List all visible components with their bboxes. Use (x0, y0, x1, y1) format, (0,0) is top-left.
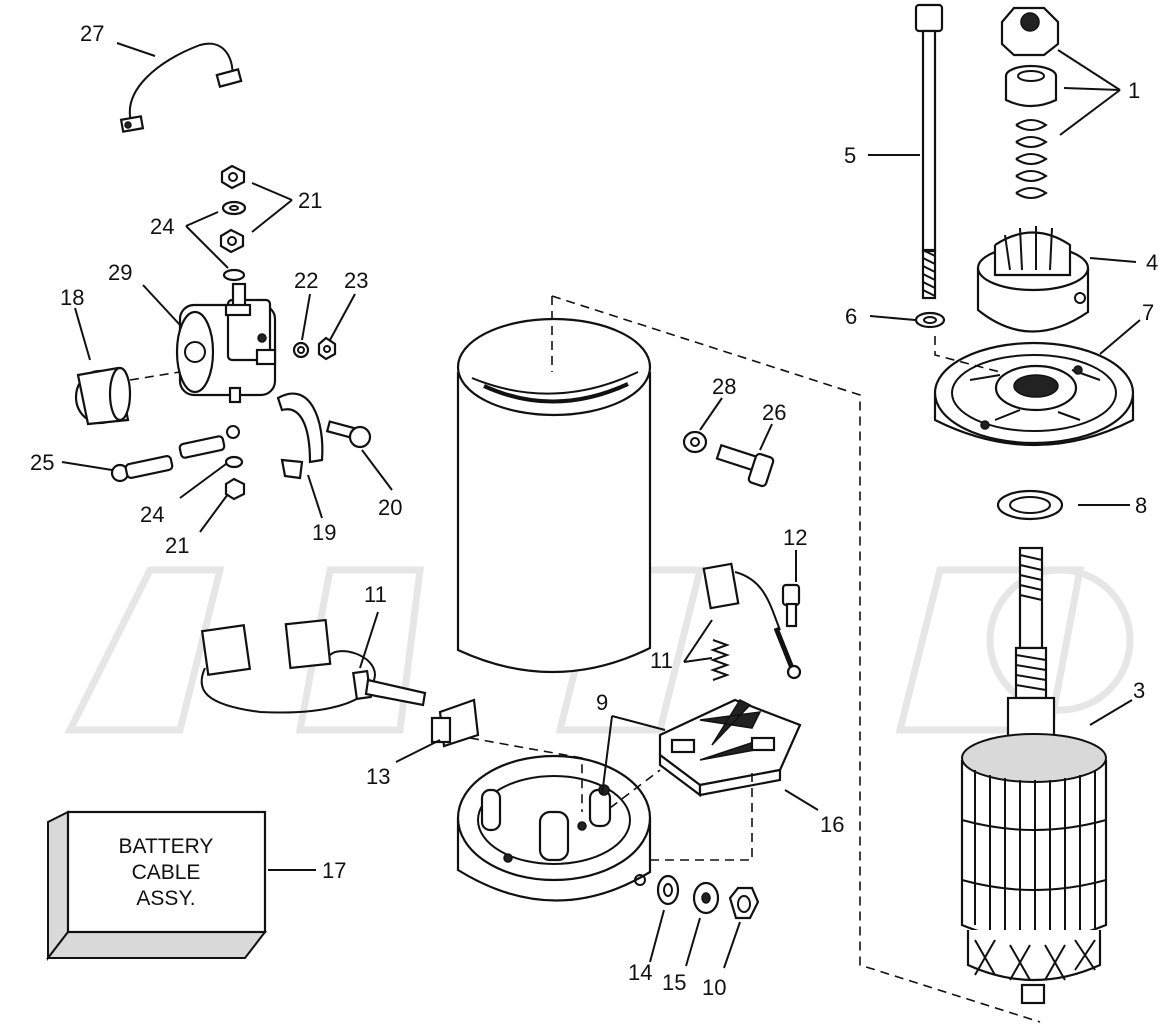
part-14-washer (656, 874, 680, 906)
part-21-nut-second (219, 228, 245, 254)
callout-1: 1 (1128, 78, 1140, 103)
callout-19: 19 (312, 520, 336, 545)
callout-10: 10 (702, 975, 726, 1000)
callout-23: 23 (344, 268, 368, 293)
callout-3: 3 (1133, 678, 1145, 703)
part-1-pinion-stop-nut-spring (1000, 6, 1060, 199)
callout-4: 4 (1146, 250, 1158, 275)
callout-21-upper: 21 (298, 188, 322, 213)
callout-18: 18 (60, 285, 84, 310)
part-22-nut (292, 341, 310, 359)
part-21-nut-lower (224, 477, 246, 501)
callout-22: 22 (294, 268, 318, 293)
part-6-washer (914, 311, 946, 329)
part-27-ground-wire (119, 42, 243, 133)
callout-26: 26 (762, 400, 786, 425)
callout-24-upper: 24 (150, 214, 174, 239)
callout-27: 27 (80, 21, 104, 46)
callout-13: 13 (366, 764, 390, 789)
callout-11-right: 11 (650, 648, 673, 673)
part-17-battery-cable-box: BATTERY CABLE ASSY. (45, 810, 268, 961)
callout-6: 6 (845, 304, 857, 329)
part-24-lockwasher-second (222, 268, 246, 282)
callout-12: 12 (783, 525, 807, 550)
part-25-lead-wire (110, 425, 240, 483)
battery-box-line3: ASSY. (136, 887, 195, 910)
callout-17: 17 (322, 858, 346, 883)
callout-7: 7 (1142, 300, 1154, 325)
part-26-bolt (715, 443, 775, 488)
part-21-nut-top (220, 164, 246, 190)
leader-lines (61, 42, 1141, 969)
dashed-alignment-lines (129, 295, 1041, 1023)
callout-5: 5 (844, 143, 856, 168)
part-4-pinion-drive (976, 226, 1090, 333)
part-18-boot (74, 366, 132, 426)
part-19-strap (276, 392, 324, 480)
part-16-brush-plate (658, 698, 802, 798)
callout-9: 9 (596, 690, 608, 715)
callout-21-lower: 21 (165, 533, 189, 558)
callout-14: 14 (628, 960, 652, 985)
part-24-lockwasher-top (221, 200, 247, 216)
part-7-end-plate (933, 341, 1135, 446)
part-28-washer (682, 430, 708, 454)
callout-28: 28 (712, 374, 736, 399)
part-10-nut (728, 886, 760, 920)
battery-box-line1: BATTERY (119, 835, 214, 858)
part-12-screw (781, 583, 801, 628)
part-3-armature (960, 546, 1108, 1005)
callout-labels: 27 1 5 21 24 29 18 22 23 4 6 7 28 26 25 … (30, 21, 1158, 1000)
callout-11-left: 11 (364, 582, 387, 607)
callout-29: 29 (108, 260, 132, 285)
battery-box-line2: CABLE (132, 861, 201, 884)
part-frame-housing (456, 317, 652, 674)
callout-15: 15 (662, 970, 686, 995)
part-5-through-bolt (914, 3, 944, 300)
callout-20: 20 (378, 495, 402, 520)
part-23-nut (317, 336, 337, 361)
part-24-lockwasher-lower (224, 455, 244, 469)
callout-24-lower: 24 (140, 502, 164, 527)
part-11-brush-spring-right (702, 562, 802, 681)
callout-25: 25 (30, 450, 54, 475)
part-29-solenoid (175, 282, 277, 404)
callout-8: 8 (1135, 493, 1147, 518)
part-13-bracket (430, 698, 480, 748)
callout-16: 16 (820, 812, 844, 837)
part-end-cap (456, 754, 652, 902)
part-20-screw (325, 420, 372, 449)
part-11-brush-set-left (200, 618, 427, 714)
part-8-thrust-washer (996, 489, 1064, 521)
part-15-washer (692, 881, 720, 915)
